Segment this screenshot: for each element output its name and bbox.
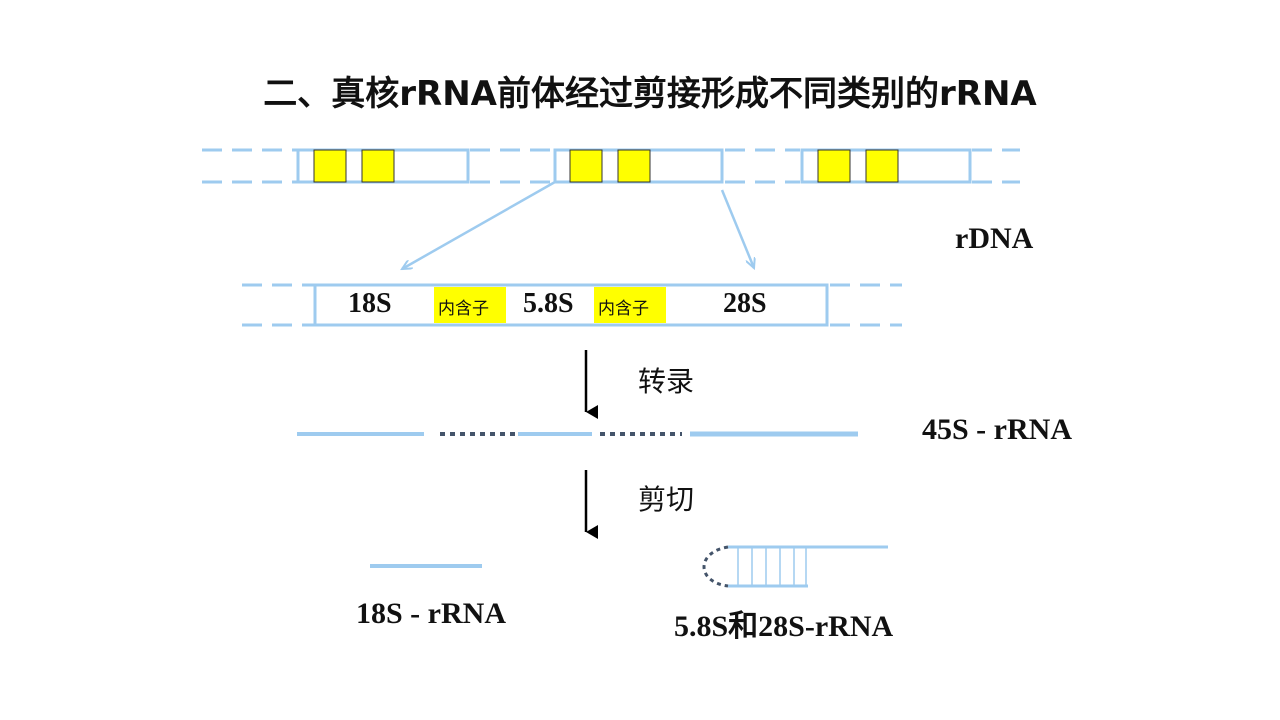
repeat-unit-3: [800, 148, 972, 184]
intron-block: [617, 149, 651, 183]
rdna-repeat-row: [202, 148, 1020, 184]
product-5-8s-28s-label: 5.8S和28S-rRNA: [674, 610, 894, 643]
rdna-label: rDNA: [955, 222, 1034, 255]
intron-block: [361, 149, 395, 183]
repeat-unit-2: [553, 148, 724, 184]
intron-block: [865, 149, 899, 183]
intron-1-block: [434, 287, 506, 323]
segment-18s-label: 18S: [348, 288, 392, 319]
repeat-unit-1: [296, 148, 470, 184]
expanded-unit: [242, 283, 902, 327]
segment-5-8s-label: 5.8S: [523, 288, 574, 319]
intron-1-label: 内含子: [438, 299, 489, 319]
cleavage-label: 剪切: [638, 483, 695, 516]
intron-block: [817, 149, 851, 183]
intron-2-block: [594, 287, 666, 323]
slide-title: 二、真核rRNA前体经过剪接形成不同类别的rRNA: [263, 74, 1037, 114]
precursor-label: 45S - rRNA: [922, 413, 1072, 446]
spacer-dashes: [202, 148, 1020, 184]
segment-28s-label: 28S: [723, 288, 767, 319]
zoom-arrow-right: [720, 189, 754, 268]
zoom-arrow-left: [402, 180, 556, 269]
transcription-label: 转录: [638, 365, 695, 398]
expanded-spacer-dashes: [242, 283, 902, 327]
intron-block: [313, 149, 347, 183]
product-5-8s-28s-hairpin: [702, 545, 888, 588]
product-18s-label: 18S - rRNA: [356, 597, 506, 630]
expanded-unit-box: [313, 283, 829, 327]
intron-2-label: 内含子: [598, 299, 649, 319]
intron-block: [569, 149, 603, 183]
